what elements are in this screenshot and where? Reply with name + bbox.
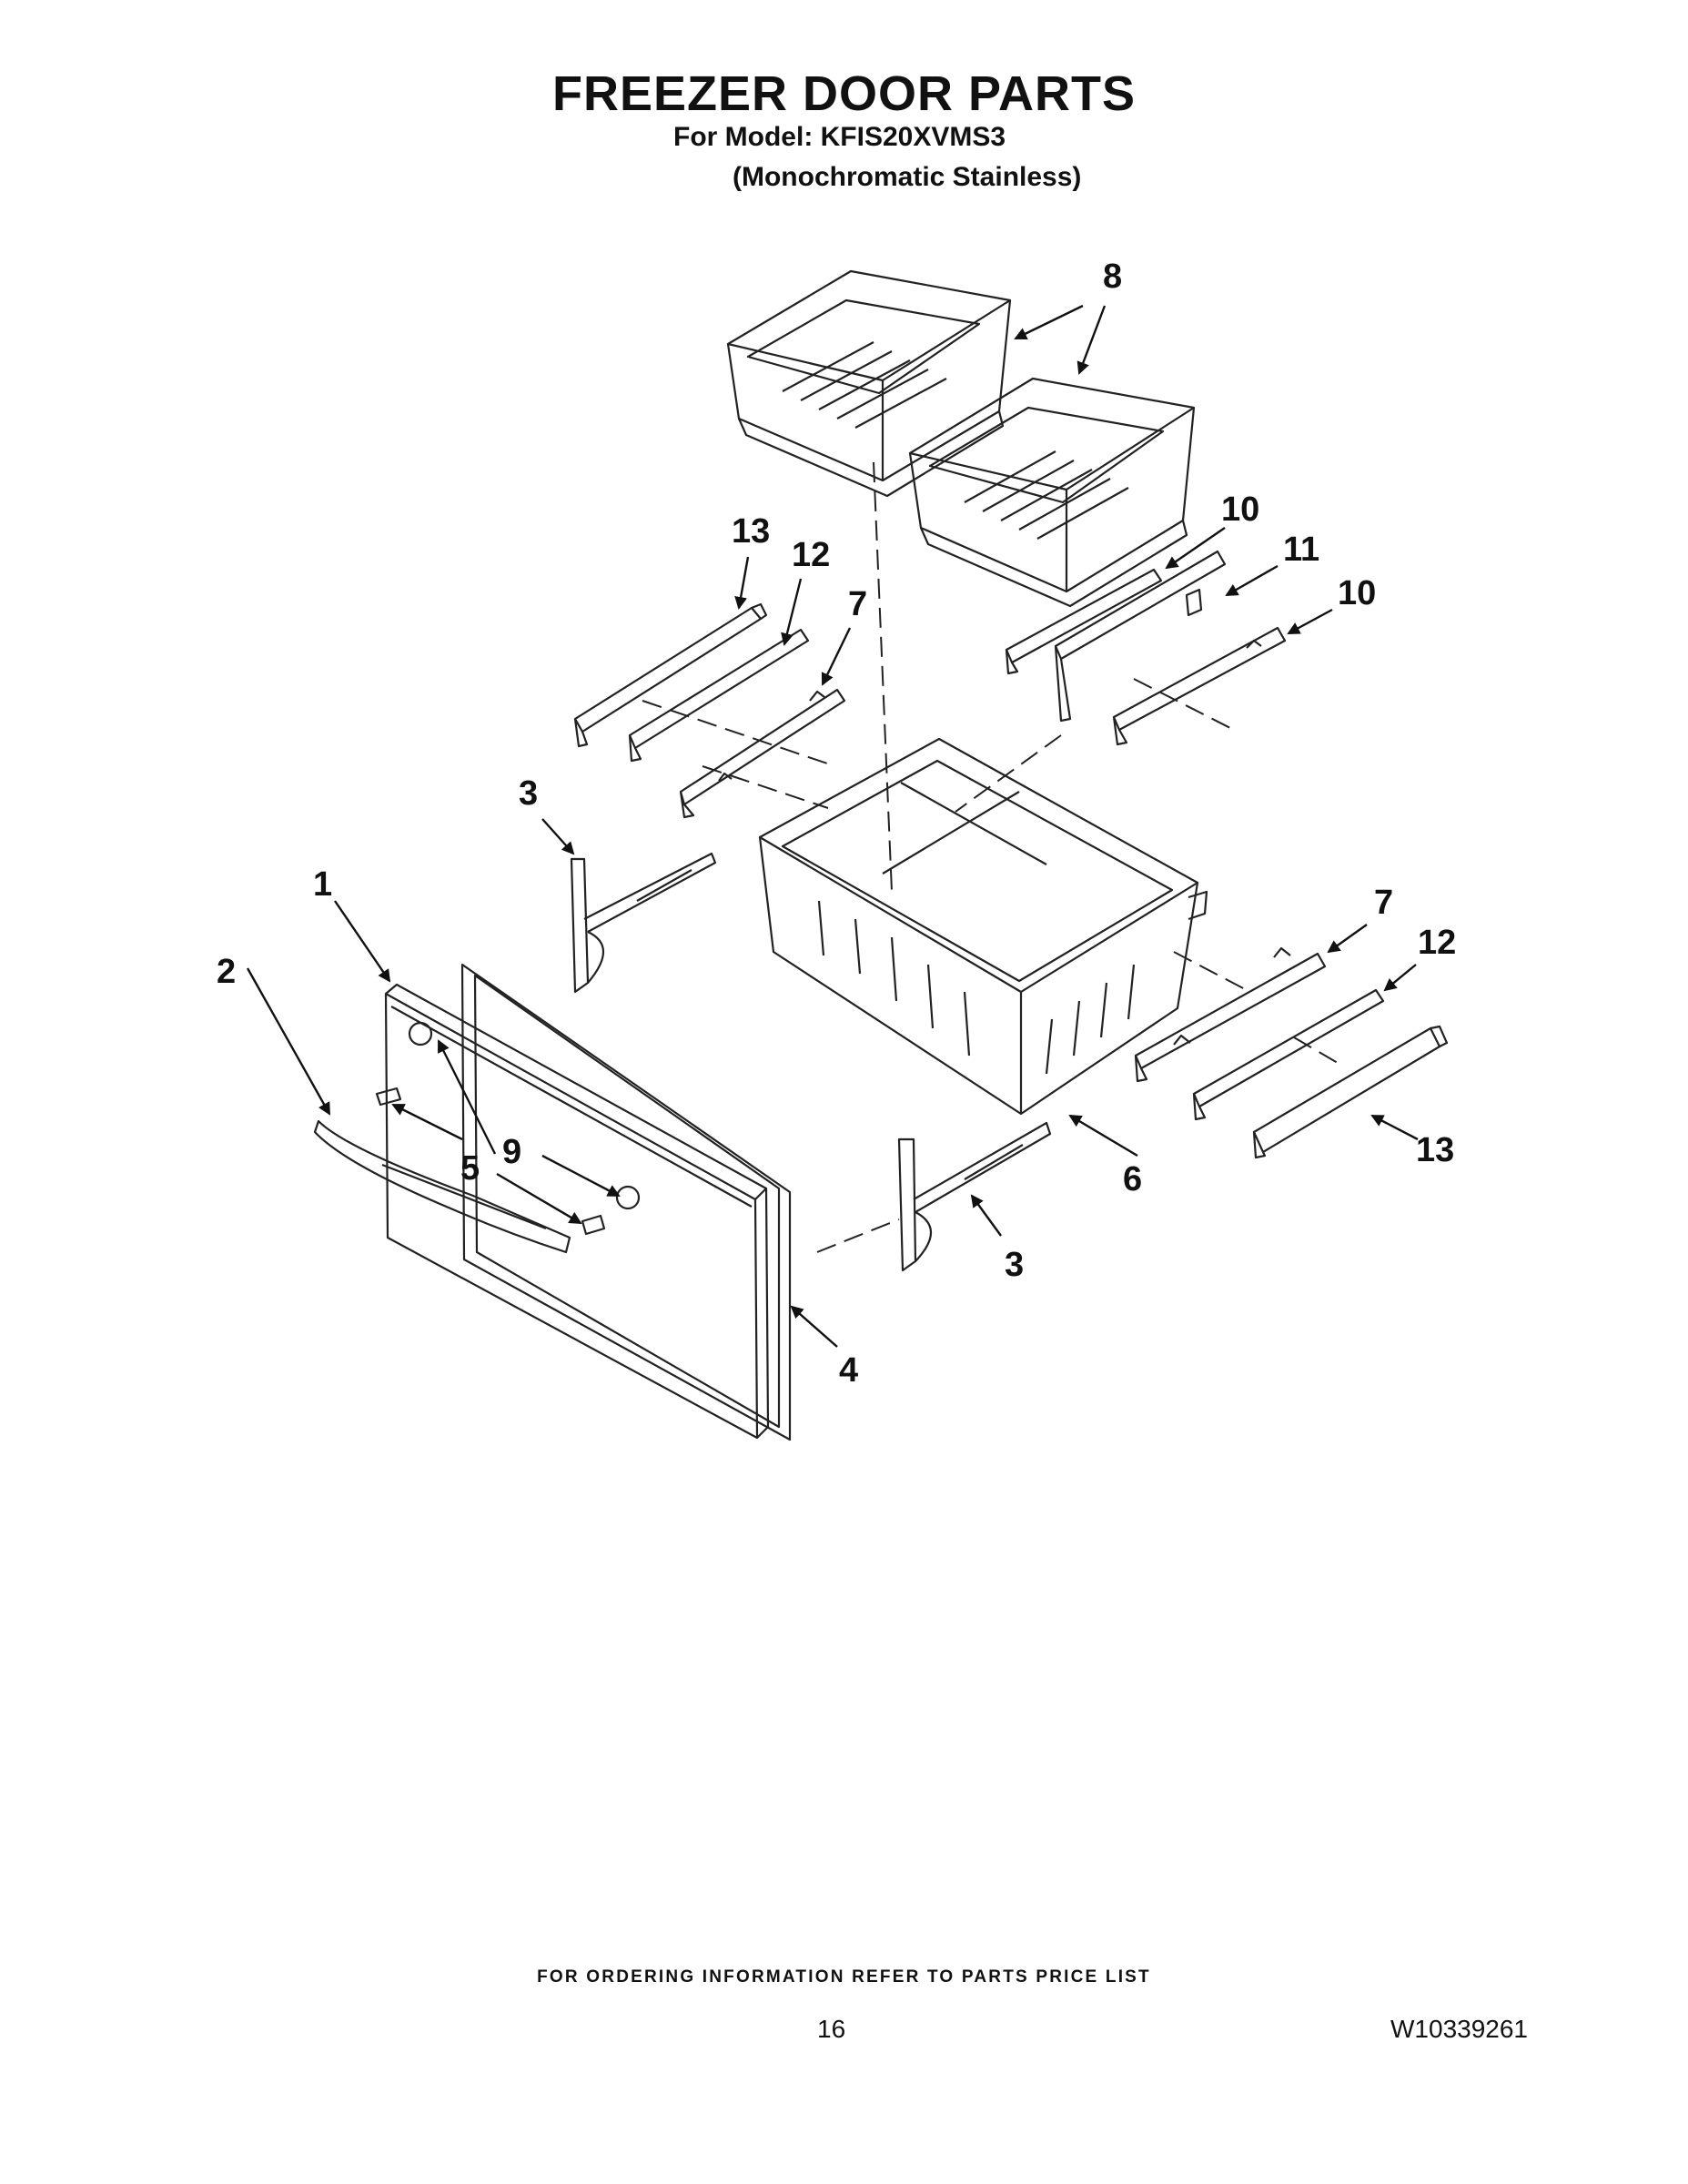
callout-3-right: 3 — [1005, 1246, 1024, 1284]
leader-10-upper — [1165, 527, 1226, 570]
callout-10-lower: 10 — [1338, 574, 1376, 612]
leader-7-right — [1327, 924, 1368, 954]
leader-13-left — [734, 556, 750, 610]
leader-8b — [1076, 305, 1107, 375]
leader-12-left — [781, 578, 803, 646]
ordering-note: FOR ORDERING INFORMATION REFER TO PARTS … — [537, 1967, 1151, 1987]
callout-9: 9 — [502, 1133, 521, 1171]
leader-9a — [437, 1039, 497, 1155]
lower-freezer-basket — [758, 737, 1208, 1116]
leader-4 — [790, 1305, 838, 1348]
callout-12-right: 12 — [1418, 924, 1456, 962]
door-gasket — [460, 963, 792, 1441]
callout-5: 5 — [460, 1149, 480, 1188]
leader-2 — [246, 967, 331, 1116]
leader-6 — [1068, 1114, 1138, 1158]
leader-5b — [496, 1172, 582, 1225]
callout-12-left: 12 — [792, 536, 830, 574]
upper-basket-right — [908, 377, 1196, 608]
callout-4: 4 — [839, 1351, 858, 1390]
handle-fasteners — [375, 1021, 641, 1236]
door-handle — [313, 1119, 571, 1254]
page-number: 16 — [817, 2015, 846, 2043]
leader-5a — [391, 1103, 463, 1141]
leader-1 — [334, 900, 391, 983]
callout-1: 1 — [313, 865, 332, 904]
callout-2: 2 — [217, 953, 236, 991]
finish-line: (Monochromatic Stainless) — [733, 162, 1082, 192]
right-slide-bracket — [897, 1121, 1052, 1272]
callout-7-right: 7 — [1374, 884, 1393, 922]
upper-basket-left — [726, 269, 1012, 498]
freezer-door — [384, 983, 770, 1440]
leader-3-right — [970, 1194, 1002, 1237]
leader-11 — [1225, 564, 1279, 597]
model-line: For Model: KFIS20XVMS3 — [673, 122, 1006, 152]
right-lower-rails — [1134, 946, 1449, 1159]
leader-12-right — [1383, 964, 1417, 992]
callout-10-upper: 10 — [1221, 490, 1259, 529]
callout-7-left: 7 — [848, 585, 867, 623]
leader-8a — [1014, 304, 1084, 340]
leader-3-left — [541, 818, 575, 855]
right-upper-rails — [1005, 550, 1287, 746]
leader-7-left — [821, 627, 852, 686]
callout-8: 8 — [1103, 258, 1122, 296]
callout-3-left: 3 — [519, 774, 538, 813]
leader-10-lower — [1287, 608, 1333, 635]
left-slide-bracket — [570, 852, 717, 994]
left-rails — [573, 602, 846, 819]
callout-13-right: 13 — [1416, 1131, 1454, 1169]
leader-13-right — [1370, 1114, 1419, 1141]
callout-13-left: 13 — [732, 512, 770, 551]
callout-11: 11 — [1283, 531, 1319, 569]
document-number: W10339261 — [1390, 2015, 1529, 2043]
page-title: FREEZER DOOR PARTS — [551, 66, 1137, 121]
callout-6: 6 — [1123, 1160, 1142, 1198]
leader-9b — [541, 1154, 621, 1198]
